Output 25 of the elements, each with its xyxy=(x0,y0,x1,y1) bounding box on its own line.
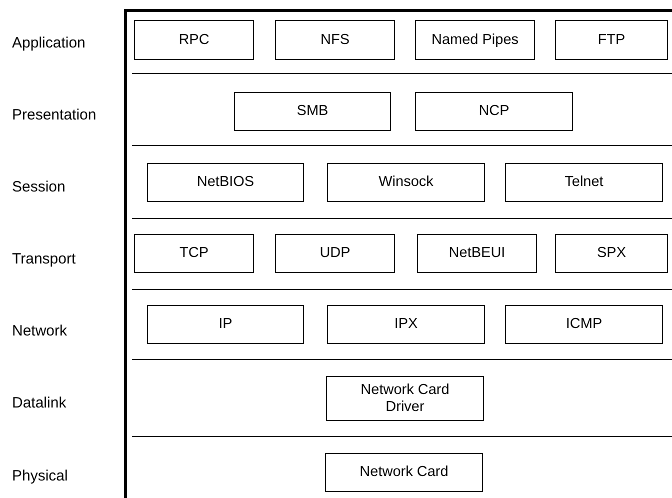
protocol-box: NCP xyxy=(415,92,573,131)
layer-name: Transport xyxy=(12,250,76,268)
protocol-box: Winsock xyxy=(327,163,485,202)
layer-name: Datalink xyxy=(12,394,66,412)
protocol-box: Network Card xyxy=(325,453,483,492)
protocol-box: IP xyxy=(147,305,304,344)
layer-name: Presentation xyxy=(12,106,96,124)
layer-name: Application xyxy=(12,34,86,52)
protocol-box: NFS xyxy=(275,20,395,60)
protocol-box: TCP xyxy=(134,234,254,273)
protocol-box: NetBEUI xyxy=(417,234,537,273)
protocol-box: SPX xyxy=(555,234,668,273)
layer-name: Network xyxy=(12,322,68,340)
protocol-box: Named Pipes xyxy=(415,20,535,60)
protocol-box: RPC xyxy=(134,20,254,60)
layer-name: Physical xyxy=(12,468,68,484)
protocol-box: FTP xyxy=(555,20,668,60)
layer-name: Session xyxy=(12,178,66,196)
protocol-box: Network Card Driver xyxy=(326,376,484,421)
protocol-box: NetBIOS xyxy=(147,163,304,202)
protocol-box: ICMP xyxy=(505,305,663,344)
protocol-box: IPX xyxy=(327,305,485,344)
protocol-box: Telnet xyxy=(505,163,663,202)
protocol-box: UDP xyxy=(275,234,395,273)
protocol-box: SMB xyxy=(234,92,391,131)
